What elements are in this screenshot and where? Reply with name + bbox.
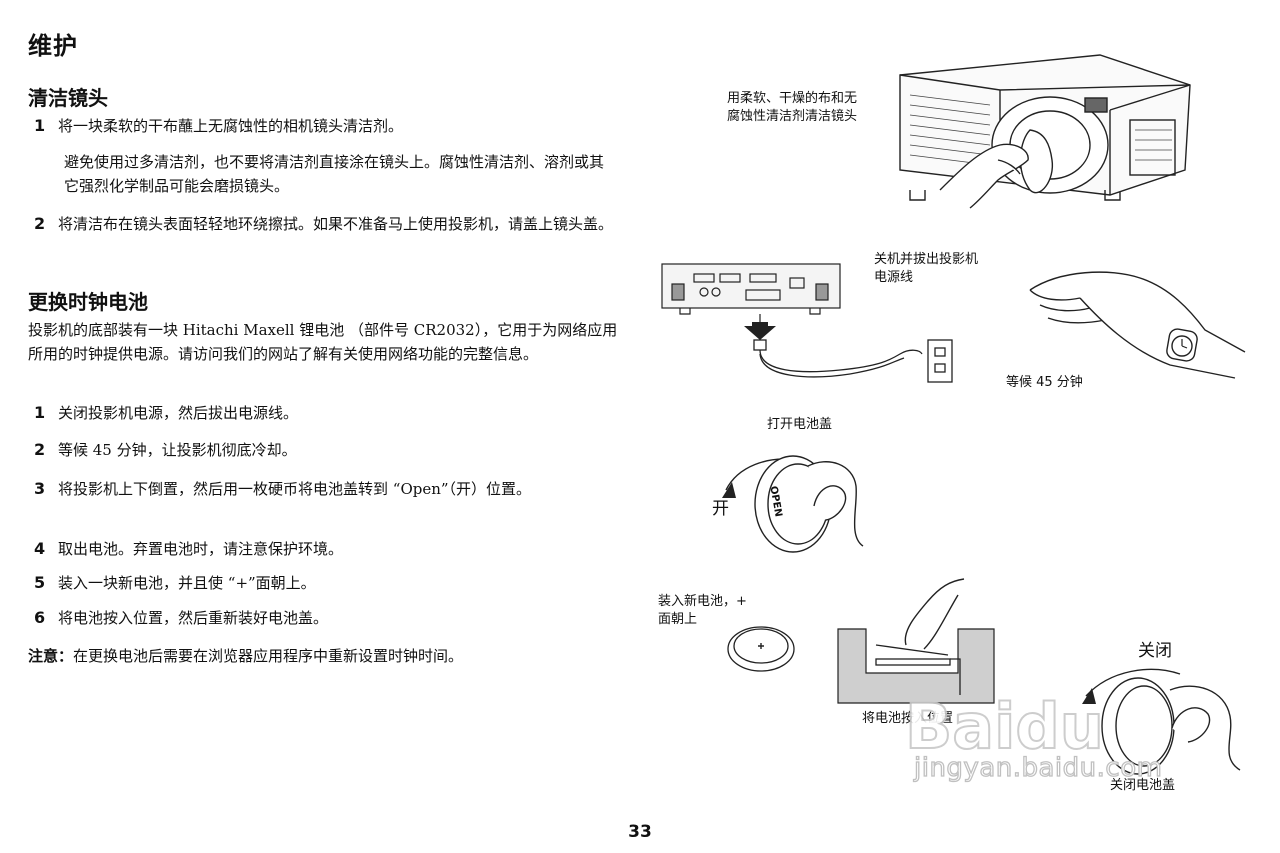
- page-title: 维护: [28, 32, 78, 60]
- close-label: 关闭: [1138, 641, 1172, 661]
- battery-step-1: 1 关闭投影机电源，然后拔出电源线。: [34, 401, 624, 425]
- projector-cleaning-illustration: [899, 54, 1191, 209]
- step-text: 关闭投影机电源，然后拔出电源线。: [58, 404, 299, 422]
- step-text: 取出电池。弃置电池时，请注意保护环境。: [58, 540, 344, 558]
- caption-press-battery: 将电池按入位置: [862, 711, 954, 726]
- caption-clean-cloth: 用柔软、干燥的布和无腐蚀性清洁剂清洁镜头: [727, 91, 858, 124]
- battery-step-5: 5 装入一块新电池，并且使 “+”面朝上。: [34, 571, 624, 595]
- step-number: 2: [34, 214, 46, 233]
- caption-wait: 等候 45 分钟: [1006, 375, 1083, 390]
- note-text: 在更换电池后需要在浏览器应用程序中重新设置时钟时间。: [73, 647, 464, 665]
- step-text: 装入一块新电池，并且使 “+”面朝上。: [58, 574, 316, 592]
- note-label: 注意：: [28, 647, 74, 665]
- caption-unplug: 关机并拔出投影机电源线: [874, 252, 979, 285]
- battery-intro: 投影机的底部装有一块 Hitachi Maxell 锂电池 （部件号 CR203…: [28, 321, 618, 363]
- projector-unplug-illustration: [661, 263, 953, 383]
- battery-cover-close-illustration: [1082, 668, 1241, 775]
- section-heading-battery: 更换时钟电池: [28, 290, 148, 314]
- battery-cover-open-illustration: [722, 455, 864, 553]
- step-number: 5: [34, 573, 46, 592]
- clean-note: 避免使用过多清洁剂，也不要将清洁剂直接涂在镜头上。腐蚀性清洁剂、溶剂或其它强烈化…: [64, 153, 605, 195]
- step-number: 2: [34, 440, 46, 459]
- section-heading-clean-lens: 清洁镜头: [28, 86, 108, 110]
- battery-step-6: 6 将电池按入位置，然后重新装好电池盖。: [34, 606, 624, 630]
- battery-step-2: 2 等候 45 分钟，让投影机彻底冷却。: [34, 438, 624, 462]
- watermark-brand: Baidu: [904, 689, 1105, 764]
- caption-open-cover: 打开电池盖: [767, 417, 833, 432]
- battery-step-4: 4 取出电池。弃置电池时，请注意保护环境。: [34, 537, 624, 561]
- step-text: 将清洁布在镜头表面轻轻地环绕擦拭。如果不准备马上使用投影机，请盖上镜头盖。: [58, 215, 614, 233]
- battery-note: 注意：在更换电池后需要在浏览器应用程序中重新设置时钟时间。: [28, 644, 628, 668]
- step-text: 将电池按入位置，然后重新装好电池盖。: [58, 609, 329, 627]
- open-label: 开: [712, 499, 729, 519]
- clean-step-2: 2 将清洁布在镜头表面轻轻地环绕擦拭。如果不准备马上使用投影机，请盖上镜头盖。: [34, 212, 616, 236]
- caption-insert-battery: 装入新电池，+ 面朝上: [658, 594, 747, 627]
- step-number: 6: [34, 608, 46, 627]
- step-number: 4: [34, 539, 46, 558]
- battery-step-3: 3 将投影机上下倒置，然后用一枚硬币将电池盖转到 “Open”（开）位置。: [34, 477, 594, 501]
- hand-watch-illustration: [1029, 271, 1246, 379]
- press-battery-illustration: [837, 578, 995, 704]
- step-number: 1: [34, 403, 46, 422]
- step-number: 3: [34, 479, 46, 498]
- step-text: 等候 45 分钟，让投影机彻底冷却。: [58, 441, 297, 459]
- step-number: 1: [34, 116, 46, 135]
- page-number: 33: [628, 822, 652, 842]
- battery-illustration: [727, 626, 795, 672]
- clean-step-1: 1 将一块柔软的干布蘸上无腐蚀性的相机镜头清洁剂。: [34, 114, 624, 138]
- watermark-site: jingyan.baidu.com: [913, 752, 1163, 783]
- step-text: 将一块柔软的干布蘸上无腐蚀性的相机镜头清洁剂。: [58, 117, 404, 135]
- step-text: 将投影机上下倒置，然后用一枚硬币将电池盖转到 “Open”（开）位置。: [58, 480, 532, 498]
- caption-close-cover: 关闭电池盖: [1110, 778, 1176, 793]
